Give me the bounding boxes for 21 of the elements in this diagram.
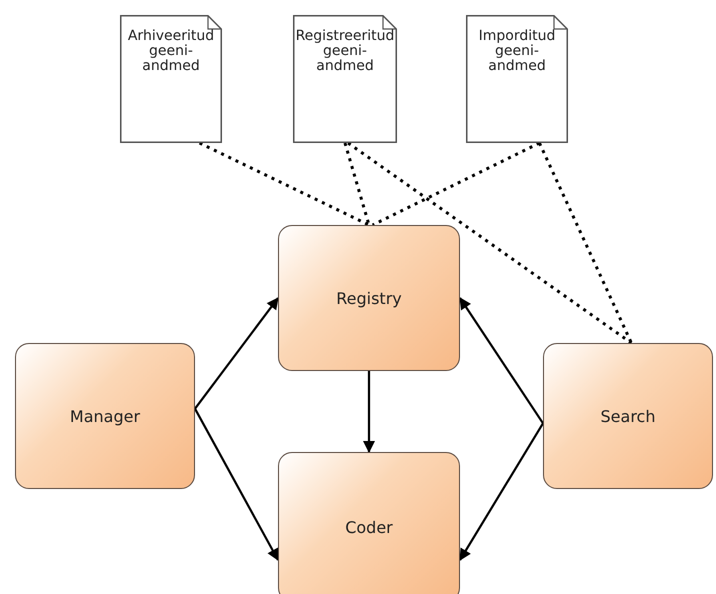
process-box <box>543 343 713 489</box>
process-label: Search <box>600 406 656 426</box>
dotted-connector <box>344 142 370 226</box>
dotted-connector <box>372 142 540 226</box>
dotted-connector <box>198 142 370 226</box>
arrow <box>194 297 279 410</box>
process-box <box>278 452 460 594</box>
process-label: Coder <box>345 518 393 536</box>
arrow <box>459 297 544 424</box>
document-label: Registreeritud geeni- andmed <box>296 29 394 74</box>
process-box <box>15 343 195 489</box>
process-box <box>278 225 460 371</box>
dotted-connector <box>347 142 632 344</box>
document-label: Imporditud geeni- andmed <box>478 29 556 74</box>
arrow <box>459 422 544 561</box>
arrow <box>363 371 375 453</box>
arrow <box>194 408 279 561</box>
process-label: Registry <box>336 288 402 308</box>
document-label: Arhiveeritud geeni- andmed <box>128 29 214 74</box>
dotted-connector <box>538 142 633 344</box>
process-label: Manager <box>70 406 140 426</box>
